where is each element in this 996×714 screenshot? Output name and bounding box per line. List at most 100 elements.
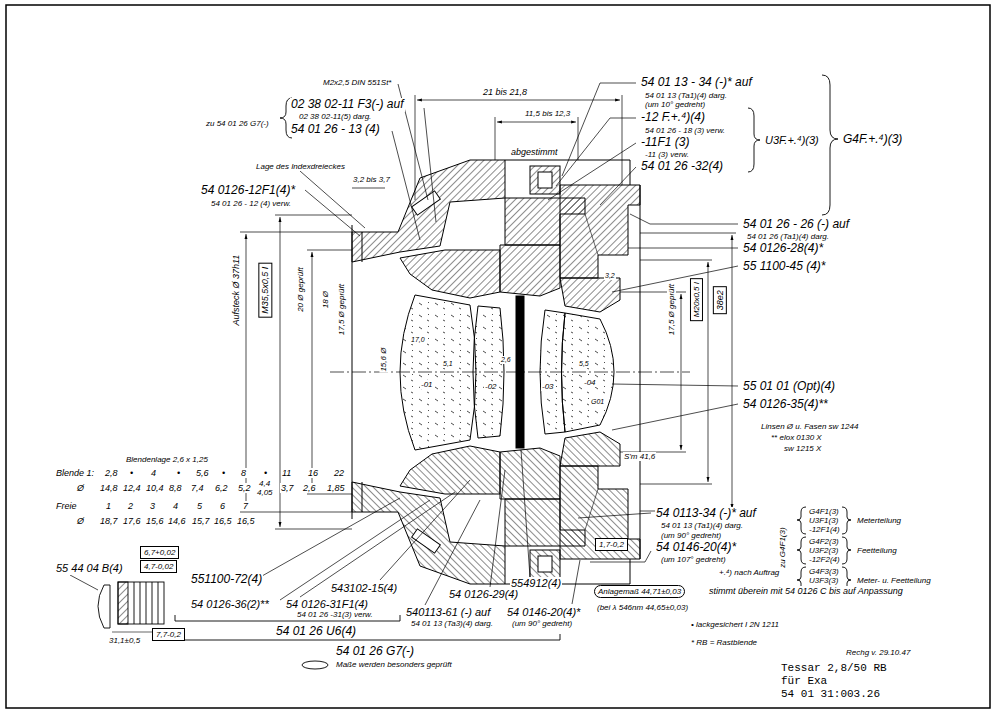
drawing-label: 2 <box>127 501 134 511</box>
legend-oval <box>300 660 330 670</box>
drawing-label: 31,1±0,5 <box>108 636 141 645</box>
drawing-label: 54 01 31:003.26 <box>780 688 881 701</box>
drawing-label: 2,8 <box>104 468 119 478</box>
drawing-label: 54 0126-36(2)** <box>190 598 270 611</box>
drawing-part <box>134 582 135 624</box>
drawing-label: Feetteilung <box>856 546 898 555</box>
drawing-label: 54 01 13 (Ta1)(4) darg. <box>644 91 728 100</box>
drawing-label: 54 0126-35(4)** <box>742 398 829 412</box>
drawing-part <box>158 582 159 624</box>
drawing-label: (um 10° gedreht) <box>644 100 706 109</box>
dimension-box: 4,7-0,02 <box>140 560 177 573</box>
drawing-label: 15,6 Ø <box>379 347 388 373</box>
drawing-label: M2x2,5 DIN 551St* <box>322 78 392 87</box>
drawing-label: -03 <box>541 382 555 391</box>
drawing-part <box>562 313 615 432</box>
drawing-part <box>400 295 476 450</box>
drawing-label: G4F1(3) <box>808 507 840 516</box>
drawing-label: 3 <box>149 501 156 511</box>
drawing-part <box>590 551 651 562</box>
dimension-text: 1,7-0,2 <box>599 540 624 549</box>
drawing-label: 15,7 <box>191 516 211 526</box>
drawing-label: 54 01 26 - 26 (-) auf <box>742 218 850 232</box>
drawing-part <box>417 100 620 101</box>
drawing-part <box>497 122 576 123</box>
drawing-part <box>842 537 851 564</box>
drawing-label: 16,5 <box>213 516 233 526</box>
drawing-label: 554912(4) <box>510 577 562 590</box>
drawing-label: • <box>221 468 226 478</box>
drawing-label: G4F.+.⁴)(3) <box>842 133 903 147</box>
drawing-label: 4 <box>172 501 179 511</box>
drawing-label: -12 F.+.⁴)(4) <box>640 111 706 125</box>
drawing-label: Meter- u. Feetteilung <box>856 576 932 585</box>
drawing-label: 17,6 <box>122 516 142 526</box>
drawing-label: Meterteilung <box>856 516 902 525</box>
drawing-label: (um 90° gedreht) <box>511 619 573 628</box>
drawing-part <box>118 582 164 624</box>
drawing-part <box>495 117 496 160</box>
drawing-part <box>797 507 806 534</box>
drawing-label: ** elox 0130 X <box>770 433 823 442</box>
drawing-label: -04 <box>583 378 597 387</box>
drawing-label: 5,1 <box>442 360 454 368</box>
drawing-label: 12,4 <box>122 483 142 493</box>
dimension-text: 4,7-0,02 <box>144 562 173 571</box>
drawing-label: 54 01 26 -32(4) <box>640 160 724 174</box>
drawing-label: 54 0126-12F1(4)* <box>200 184 296 198</box>
dimension-text: 7,7-0,2 <box>156 630 181 639</box>
drawing-label: 551100-72(4) <box>190 573 263 587</box>
drawing-label: 4 <box>150 468 157 478</box>
drawing-part <box>572 560 580 604</box>
drawing-part <box>305 190 360 236</box>
drawing-label: 54 0146-20(4)* <box>506 606 581 619</box>
dimension-box: 6,7+0,02 <box>140 546 179 559</box>
drawing-label: 4,4 <box>258 479 271 488</box>
dimension-lines <box>240 95 736 529</box>
drawing-part <box>280 217 281 527</box>
drawing-label: G01 <box>590 398 605 406</box>
drawing-label: 54 01 26 -31(3) verw. <box>296 610 374 619</box>
drawing-part <box>380 480 470 580</box>
drawing-label: 3,2 <box>604 272 616 280</box>
drawing-part <box>562 83 636 176</box>
drawing-label: 1,85 <box>326 483 346 493</box>
drawing-part <box>392 131 420 240</box>
drawing-label: -02 <box>484 382 498 391</box>
drawing-part <box>600 167 636 205</box>
drawing-label: 1 <box>105 501 112 511</box>
drawing-label: -01 <box>420 380 434 389</box>
drawing-part <box>708 262 709 482</box>
drawing-part <box>612 404 738 430</box>
drawing-label: zu G4F1(3) <box>777 527 786 569</box>
drawing-part <box>842 507 851 534</box>
drawing-label: -11F1 (3) <box>640 136 690 150</box>
drawing-part <box>175 634 560 640</box>
drawing-label: stimmt überein mit 54 0126 C bis auf Anp… <box>708 586 904 596</box>
drawing-label: Aufsteck Ø 37h11 <box>231 254 241 327</box>
lens-section <box>330 160 690 584</box>
dimension-box: M35,5x0,5 I <box>259 262 273 317</box>
drawing-label: U3F3(3) <box>808 576 839 585</box>
drawing-part <box>732 235 733 509</box>
dimension-box: Anlagemaß 44,71±0,03 <box>594 585 685 598</box>
dimension-text: M35,5x0,5 I <box>261 266 271 313</box>
drawing-part <box>640 260 712 261</box>
drawing-part <box>98 585 110 628</box>
drawing-label: 54 0126-31F1(4) <box>285 598 369 611</box>
drawing-label: 14,6 <box>167 516 187 526</box>
drawing-label: 11 <box>281 468 292 478</box>
dimension-box: 1,7-0,2 <box>595 538 628 551</box>
drawing-label: 4,05 <box>256 488 274 497</box>
drawing-label: Blendenlage 2,6 x 1,25 <box>125 455 209 464</box>
drawing-label: Linsen Ø u. Fasen sw 1244 <box>760 422 859 431</box>
legend-entry: Maße werden besonders geprüft <box>300 660 452 670</box>
drawing-label: 16,5 <box>236 516 256 526</box>
drawing-part <box>628 248 738 249</box>
drawing-label: 54 01 26 - 12 (4) verw. <box>210 199 292 208</box>
drawing-label: 55 44 04 B(4) <box>55 562 124 575</box>
drawing-part <box>140 582 141 624</box>
drawing-part <box>748 108 760 172</box>
drawing-label: • lackgesichert I 2N 1211 <box>690 620 780 629</box>
